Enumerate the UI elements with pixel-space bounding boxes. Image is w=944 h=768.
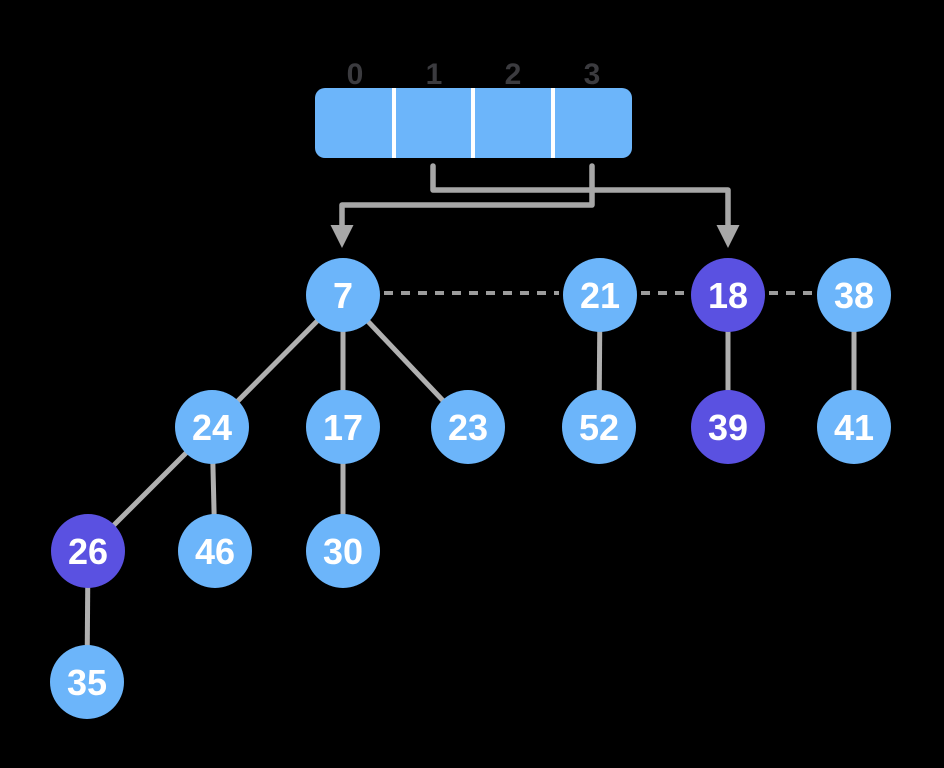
node-17: 17 [306, 390, 380, 464]
node-52: 52 [562, 390, 636, 464]
node-17-label: 17 [323, 407, 363, 448]
node-38: 38 [817, 258, 891, 332]
array-index-2: 2 [505, 58, 522, 91]
arrowhead-down-icon [716, 225, 740, 248]
node-24-label: 24 [192, 407, 232, 448]
node-23-label: 23 [448, 407, 488, 448]
node-41-label: 41 [834, 407, 874, 448]
node-30: 30 [306, 514, 380, 588]
node-30-circle [306, 514, 380, 588]
node-24-circle [175, 390, 249, 464]
node-21-label: 21 [580, 275, 620, 316]
node-26-circle [51, 514, 125, 588]
node-46: 46 [178, 514, 252, 588]
arrow-cell1-to-node18 [430, 163, 740, 248]
array-index-3: 3 [584, 58, 601, 91]
node-23: 23 [431, 390, 505, 464]
node-17-circle [306, 390, 380, 464]
node-18-label: 18 [708, 275, 748, 316]
node-23-circle [431, 390, 505, 464]
node-39-circle [691, 390, 765, 464]
node-24: 24 [175, 390, 249, 464]
node-39: 39 [691, 390, 765, 464]
node-35: 35 [50, 645, 124, 719]
node-35-label: 35 [67, 662, 107, 703]
node-38-circle [817, 258, 891, 332]
node-35-circle [50, 645, 124, 719]
node-41: 41 [817, 390, 891, 464]
node-52-label: 52 [579, 407, 619, 448]
arrow-line [430, 163, 731, 229]
array-index-0: 0 [347, 58, 364, 91]
node-39-label: 39 [708, 407, 748, 448]
node-46-label: 46 [195, 531, 235, 572]
node-41-circle [817, 390, 891, 464]
arrow-cell3-to-node7 [330, 163, 595, 248]
node-7-label: 7 [333, 275, 353, 316]
node-18: 18 [691, 258, 765, 332]
node-7: 7 [306, 258, 380, 332]
node-52-circle [562, 390, 636, 464]
node-21: 21 [563, 258, 637, 332]
node-38-label: 38 [834, 275, 874, 316]
node-30-label: 30 [323, 531, 363, 572]
array-index-1: 1 [426, 58, 443, 91]
arrowhead-down-icon [330, 225, 354, 248]
node-7-circle [306, 258, 380, 332]
arrow-line [339, 163, 595, 229]
node-46-circle [178, 514, 252, 588]
node-26: 26 [51, 514, 125, 588]
node-21-circle [563, 258, 637, 332]
node-18-circle [691, 258, 765, 332]
node-26-label: 26 [68, 531, 108, 572]
